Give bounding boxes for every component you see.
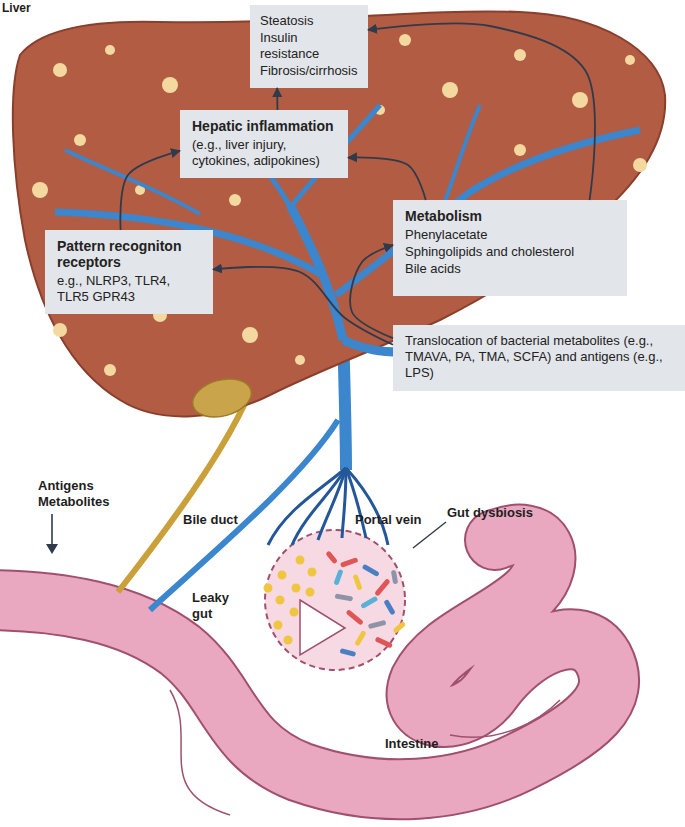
box-heading: Metabolism [405, 208, 615, 224]
part-label: Intestine [385, 736, 475, 752]
part-label: Portal vein [355, 512, 455, 528]
box-text: Translocation of bacterial metabolites (… [405, 333, 673, 381]
part-label: Liver [2, 0, 62, 16]
process-box: MetabolismPhenylacetateSphingolipids and… [393, 200, 627, 296]
box-text: e.g., NLRP3, TLR4, TLR5 GPR43 [57, 273, 201, 305]
inflow-arrow-line [51, 514, 53, 548]
flow-arrow [368, 23, 595, 200]
intestine-fold [170, 690, 230, 815]
bacterium [391, 570, 398, 585]
gallbladder [188, 373, 255, 423]
vein-branch [346, 468, 388, 545]
bacterium [339, 648, 356, 657]
liver-spot [229, 194, 241, 206]
vein-branch [342, 468, 346, 538]
liver-spot [32, 182, 48, 198]
bacterium [368, 620, 387, 629]
inflow-arrowhead [46, 544, 58, 554]
leak-particle [284, 636, 293, 645]
part-label: Gut dysbiosis [447, 505, 567, 521]
bacterium [333, 569, 343, 586]
box-text: Sphingolipids and cholesterol [405, 244, 615, 260]
box-text: Fibrosis/cirrhosis [260, 63, 358, 79]
vein-branch [292, 468, 346, 545]
process-box: Hepatic inflammation (e.g., liver injury,… [180, 110, 348, 178]
flow-arrow [120, 151, 180, 230]
bacterium [360, 596, 378, 609]
outcome-box: SteatosisInsulin resistanceFibrosis/cirr… [250, 5, 368, 88]
flow-arrow [350, 245, 393, 338]
liver-spot [74, 134, 86, 146]
liver-spot [633, 158, 647, 172]
bacterium [392, 621, 406, 634]
liver-spot [295, 355, 305, 365]
part-label: Leaky gut [192, 590, 240, 622]
bacterium [345, 609, 364, 626]
gut-lumen [265, 530, 405, 670]
liver-spot [572, 92, 588, 108]
bacterium [383, 599, 395, 615]
bacterium [374, 578, 391, 597]
leak-particle [292, 584, 301, 593]
part-label: Antigens Metabolites [38, 478, 120, 510]
bacterium [325, 550, 338, 564]
box-text: Insulin resistance [260, 30, 358, 62]
box-text: (e.g., liver injury, cytokines, adipokin… [192, 137, 336, 169]
liver-spot [625, 55, 635, 65]
leak-particle [276, 596, 285, 605]
part-label: Bile duct [183, 512, 273, 528]
liver-spot [53, 63, 67, 77]
liver-spot [105, 45, 115, 55]
hepatic-vessel [440, 105, 480, 215]
liver-spot [162, 77, 178, 93]
box-text: Bile acids [405, 261, 615, 277]
flow-arrow [213, 267, 393, 345]
flow-arrow [276, 88, 278, 110]
hepatic-vessel [336, 130, 640, 295]
leak-particle [278, 571, 287, 580]
bacterium [340, 557, 359, 568]
liver-spot [53, 323, 67, 337]
hepatic-vessel [343, 340, 400, 352]
bacterium [352, 574, 362, 591]
vein-branch [318, 468, 346, 540]
leak-particle [296, 556, 305, 565]
process-box: Pattern recogniton receptorse.g., NLRP3,… [45, 230, 213, 314]
bacterium [335, 593, 354, 601]
leak-particle [264, 584, 273, 593]
bacterium [362, 564, 380, 577]
liver-spot [514, 49, 526, 61]
gut-opening [300, 600, 345, 655]
bacterium [375, 636, 393, 648]
liver-spot [514, 144, 526, 156]
liver-spot [104, 364, 116, 376]
leak-particle [306, 588, 315, 597]
note-box: Translocation of bacterial metabolites (… [393, 325, 685, 391]
box-heading: Hepatic inflammation [192, 118, 336, 134]
flow-arrow [348, 157, 426, 200]
leak-particle [274, 621, 283, 630]
box-text: Steatosis [260, 13, 358, 29]
bacterium [354, 630, 366, 646]
box-text: Phenylacetate [405, 227, 615, 243]
liver-spot [242, 327, 258, 343]
vein-branch [268, 468, 346, 545]
box-heading: Pattern recogniton receptors [57, 238, 201, 270]
liver-spot [442, 82, 458, 98]
leak-particle [308, 568, 317, 577]
liver-spot [399, 34, 411, 46]
intestine-fold [450, 700, 560, 737]
leak-particle [290, 608, 299, 617]
